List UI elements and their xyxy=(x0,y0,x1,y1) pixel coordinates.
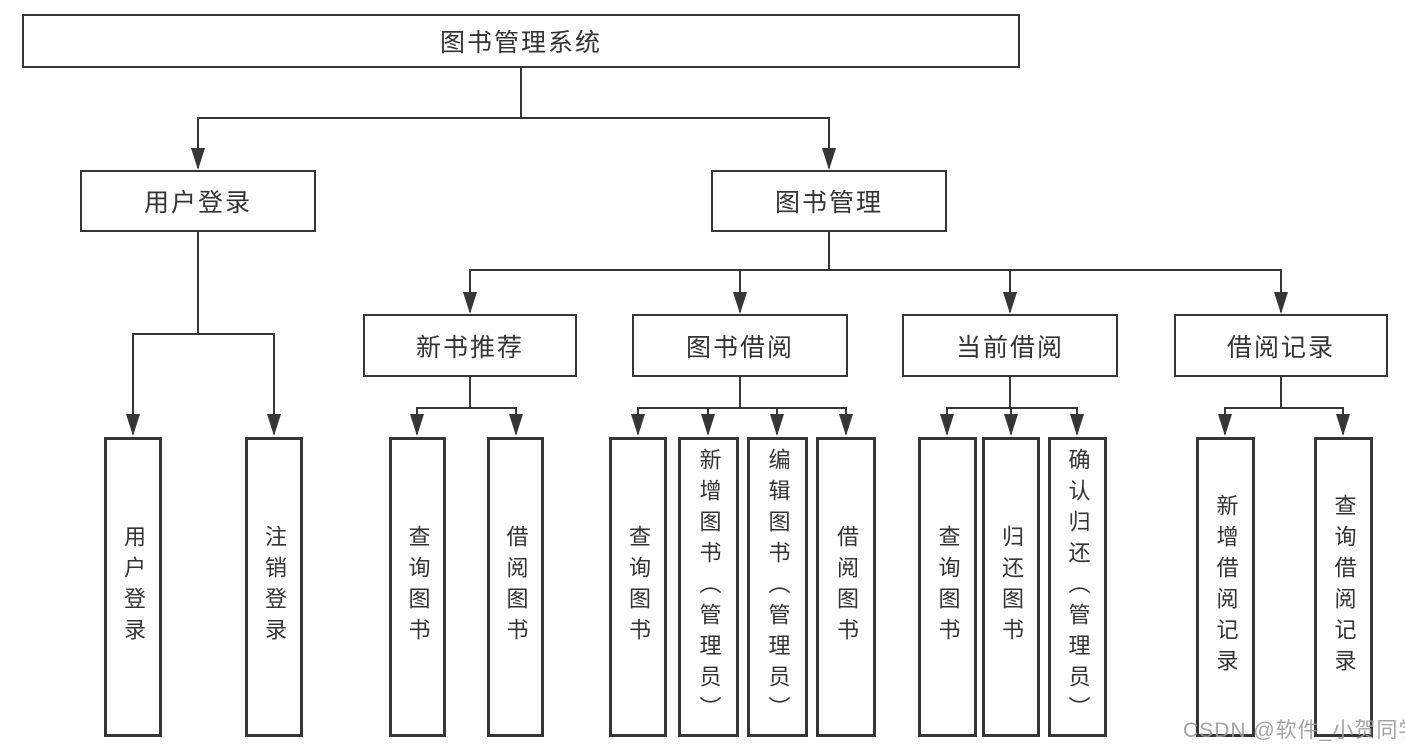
csdn-watermark: CSDN @软件_小贺同学 xyxy=(1183,719,1405,742)
leaf-edit-book-admin: 编辑图书（管理员） xyxy=(747,437,808,737)
leaf-query-books-current: 查询图书 xyxy=(918,437,977,737)
leaf-borrow-books-label: 借阅图书 xyxy=(834,525,859,649)
node-new-book-recommendation: 新书推荐 xyxy=(363,314,577,377)
leaf-query-borrow-record-label: 查询借阅记录 xyxy=(1331,494,1357,680)
leaf-confirm-return-admin: 确认归还（管理员） xyxy=(1048,437,1107,737)
node-book-borrowing: 图书借阅 xyxy=(632,314,848,377)
leaf-borrow-books-recommend: 借阅图书 xyxy=(487,437,544,737)
leaf-return-book: 归还图书 xyxy=(982,437,1040,737)
leaf-user-login-label: 用户登录 xyxy=(121,525,146,649)
leaf-query-books-borrow-label: 查询图书 xyxy=(626,525,651,649)
node-library-management-system: 图书管理系统 xyxy=(22,14,1020,68)
leaf-edit-book-admin-label: 编辑图书（管理员） xyxy=(765,447,791,727)
leaf-confirm-return-admin-label: 确认归还（管理员） xyxy=(1065,447,1091,727)
leaf-add-borrow-record-label: 新增借阅记录 xyxy=(1213,494,1239,680)
leaf-borrow-books-recommend-label: 借阅图书 xyxy=(503,525,529,649)
node-current-borrowing: 当前借阅 xyxy=(902,314,1118,377)
node-user-login: 用户登录 xyxy=(80,170,316,232)
leaf-query-books-recommend: 查询图书 xyxy=(389,437,446,737)
leaf-user-login: 用户登录 xyxy=(104,437,162,737)
leaf-query-books-recommend-label: 查询图书 xyxy=(405,525,431,649)
leaf-logout-label: 注销登录 xyxy=(262,525,287,649)
node-book-management: 图书管理 xyxy=(711,170,947,232)
leaf-logout: 注销登录 xyxy=(245,437,303,737)
node-borrowing-records: 借阅记录 xyxy=(1174,314,1388,377)
leaf-query-borrow-record: 查询借阅记录 xyxy=(1314,437,1373,737)
leaf-return-book-label: 归还图书 xyxy=(999,525,1024,649)
leaf-add-borrow-record: 新增借阅记录 xyxy=(1196,437,1255,737)
leaf-borrow-books: 借阅图书 xyxy=(816,437,876,737)
leaf-add-book-admin: 新增图书（管理员） xyxy=(678,437,739,737)
leaf-add-book-admin-label: 新增图书（管理员） xyxy=(696,447,722,727)
leaf-query-books-borrow: 查询图书 xyxy=(609,437,667,737)
leaf-query-books-current-label: 查询图书 xyxy=(935,525,961,649)
